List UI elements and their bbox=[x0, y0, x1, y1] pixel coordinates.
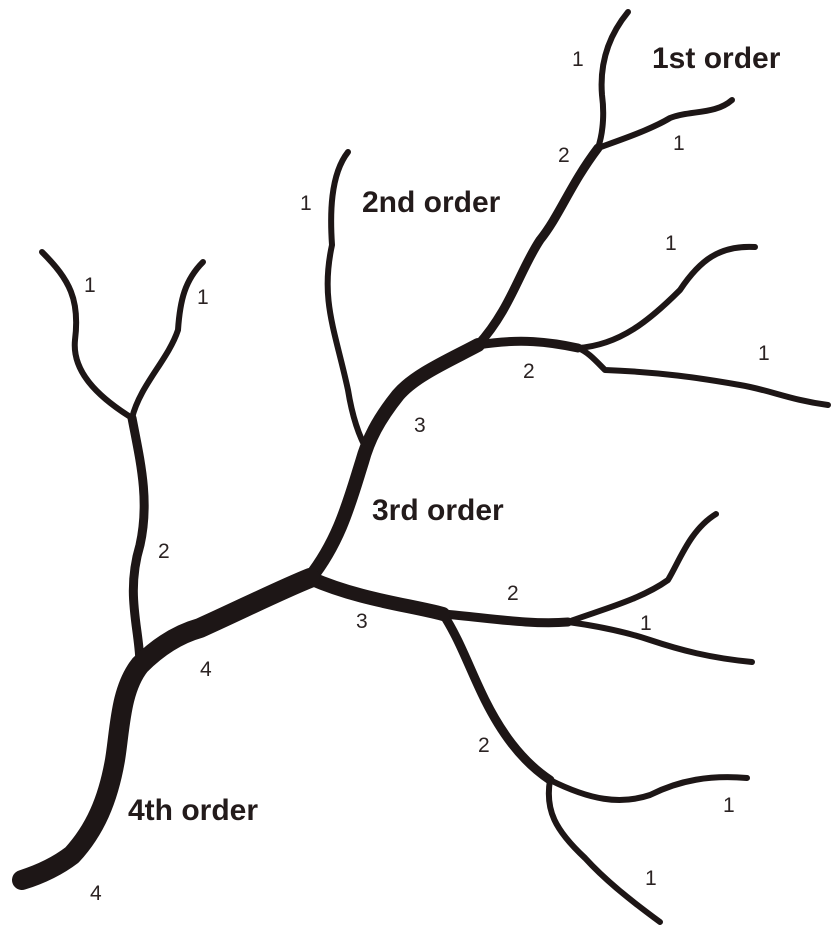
third-order-title: 3rd order bbox=[372, 494, 504, 527]
stream-first-order-left-b bbox=[132, 262, 203, 418]
first-order-title: 1st order bbox=[652, 42, 781, 75]
stream-first-order-right-lower-b bbox=[568, 622, 752, 662]
stream-first-order-right-upper-b bbox=[578, 348, 828, 405]
order-number-label: 1 bbox=[665, 232, 677, 255]
order-number-label: 3 bbox=[356, 610, 368, 633]
order-number-label: 1 bbox=[723, 794, 735, 817]
order-number-label: 4 bbox=[90, 882, 102, 905]
order-number-label: 1 bbox=[84, 274, 96, 297]
stream-third-order-lower bbox=[310, 578, 443, 614]
stream-first-order-right-lower-a bbox=[568, 514, 716, 622]
order-number-label: 1 bbox=[673, 132, 685, 155]
stream-fourth-order-main bbox=[22, 578, 310, 880]
stream-second-order-left bbox=[132, 418, 144, 665]
stream-first-order-top-a bbox=[598, 12, 628, 148]
order-number-label: 2 bbox=[158, 540, 170, 563]
stream-third-order-main bbox=[310, 345, 478, 578]
stream-second-order-right-lower bbox=[443, 614, 568, 623]
fourth-order-title: 4th order bbox=[128, 794, 258, 827]
stream-first-order-right-upper-a bbox=[578, 247, 755, 348]
stream-second-order-top bbox=[478, 148, 598, 345]
second-order-title: 2nd order bbox=[362, 186, 501, 219]
order-number-label: 1 bbox=[197, 286, 209, 309]
stream-first-order-top-b bbox=[598, 100, 732, 148]
order-number-label: 1 bbox=[300, 192, 312, 215]
stream-second-order-right-upper bbox=[478, 341, 578, 348]
order-number-label: 2 bbox=[507, 582, 519, 605]
order-number-label: 2 bbox=[478, 734, 490, 757]
stream-first-order-bottom-right-a bbox=[550, 777, 747, 800]
order-number-label: 3 bbox=[414, 414, 426, 437]
order-number-label: 4 bbox=[200, 658, 212, 681]
order-number-label: 2 bbox=[558, 144, 570, 167]
order-number-label: 1 bbox=[640, 612, 652, 635]
stream-second-order-bottom-right bbox=[443, 614, 550, 780]
order-number-label: 1 bbox=[572, 48, 584, 71]
order-number-label: 1 bbox=[645, 867, 657, 890]
order-number-label: 2 bbox=[523, 360, 535, 383]
order-number-label: 1 bbox=[758, 342, 770, 365]
